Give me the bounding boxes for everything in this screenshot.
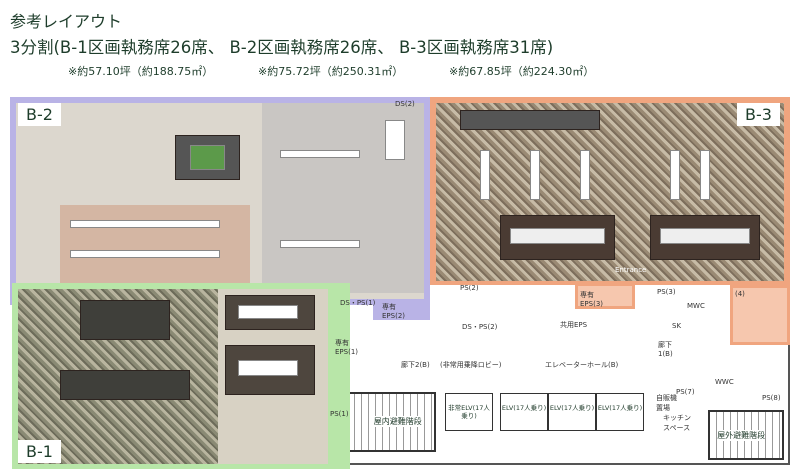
mwc-label: MWC [687, 302, 705, 310]
elevator: ELV(17人乗り) [596, 393, 644, 431]
elevator: ELV(17人乗り) [548, 393, 596, 431]
eps3-label: 専有EPS(3) [580, 291, 604, 308]
corridor2-label: 廊下2(B) [401, 361, 430, 369]
outdoor-stairs: 屋外避難階段 [708, 410, 784, 460]
wwc-label: WWC [715, 378, 734, 386]
corridor1-label: 廊下1(B) [658, 341, 673, 358]
zone-b3-eps [575, 283, 635, 309]
page-subtitle: 3分割(B-1区画執務席26席、 B-2区画執務席26席、 B-3区画執務席31… [10, 38, 554, 57]
ps1-label: PS(1) [330, 410, 349, 418]
ps2-label: PS(2) [460, 284, 479, 292]
eps2-label: 専有EPS(2) [382, 303, 406, 320]
vending-label: 自販機置場 [656, 394, 677, 412]
ds-ps1-label: DS・PS(1) [340, 299, 376, 307]
ds-ps2-label: DS・PS(2) [462, 323, 498, 331]
zone-label-b3: B-3 [737, 103, 780, 126]
ds-label: DS(2) [395, 100, 415, 108]
page-title: 参考レイアウト [10, 12, 123, 31]
kitchen-label: キッチンスペース [663, 414, 691, 432]
ps8-label: PS(8) [762, 394, 781, 402]
entrance-label: Entrance [615, 266, 647, 274]
zone-label-b1: B-1 [18, 440, 61, 463]
elevator-hall-label: エレベーターホール(B) [545, 361, 619, 369]
zone-label-b2: B-2 [18, 103, 61, 126]
shared-eps-label: 共用EPS [560, 321, 588, 329]
ps7-label: PS(7) [676, 388, 695, 396]
sk-label: SK [672, 322, 682, 330]
zone-b3-annex [730, 285, 790, 345]
zone-b2-eps [373, 300, 430, 320]
area-note-b3: ※約67.85坪（約224.30㎡） [449, 65, 595, 78]
lobby-label: (非常用乗降ロビー) [440, 361, 502, 369]
area-note-b1: ※約57.10坪（約188.75㎡） [68, 65, 214, 78]
ps3-label: PS(3) [657, 288, 676, 296]
ps4-label: (4) [735, 290, 745, 298]
eps1-label: 専有EPS(1) [335, 339, 359, 356]
emergency-elevator: 非常ELV(17人乗り) [445, 393, 493, 431]
elevator: ELV(17人乗り) [500, 393, 548, 431]
indoor-stairs: 屋内避難階段 [346, 392, 436, 452]
area-note-b2: ※約75.72坪（約250.31㎡） [258, 65, 404, 78]
